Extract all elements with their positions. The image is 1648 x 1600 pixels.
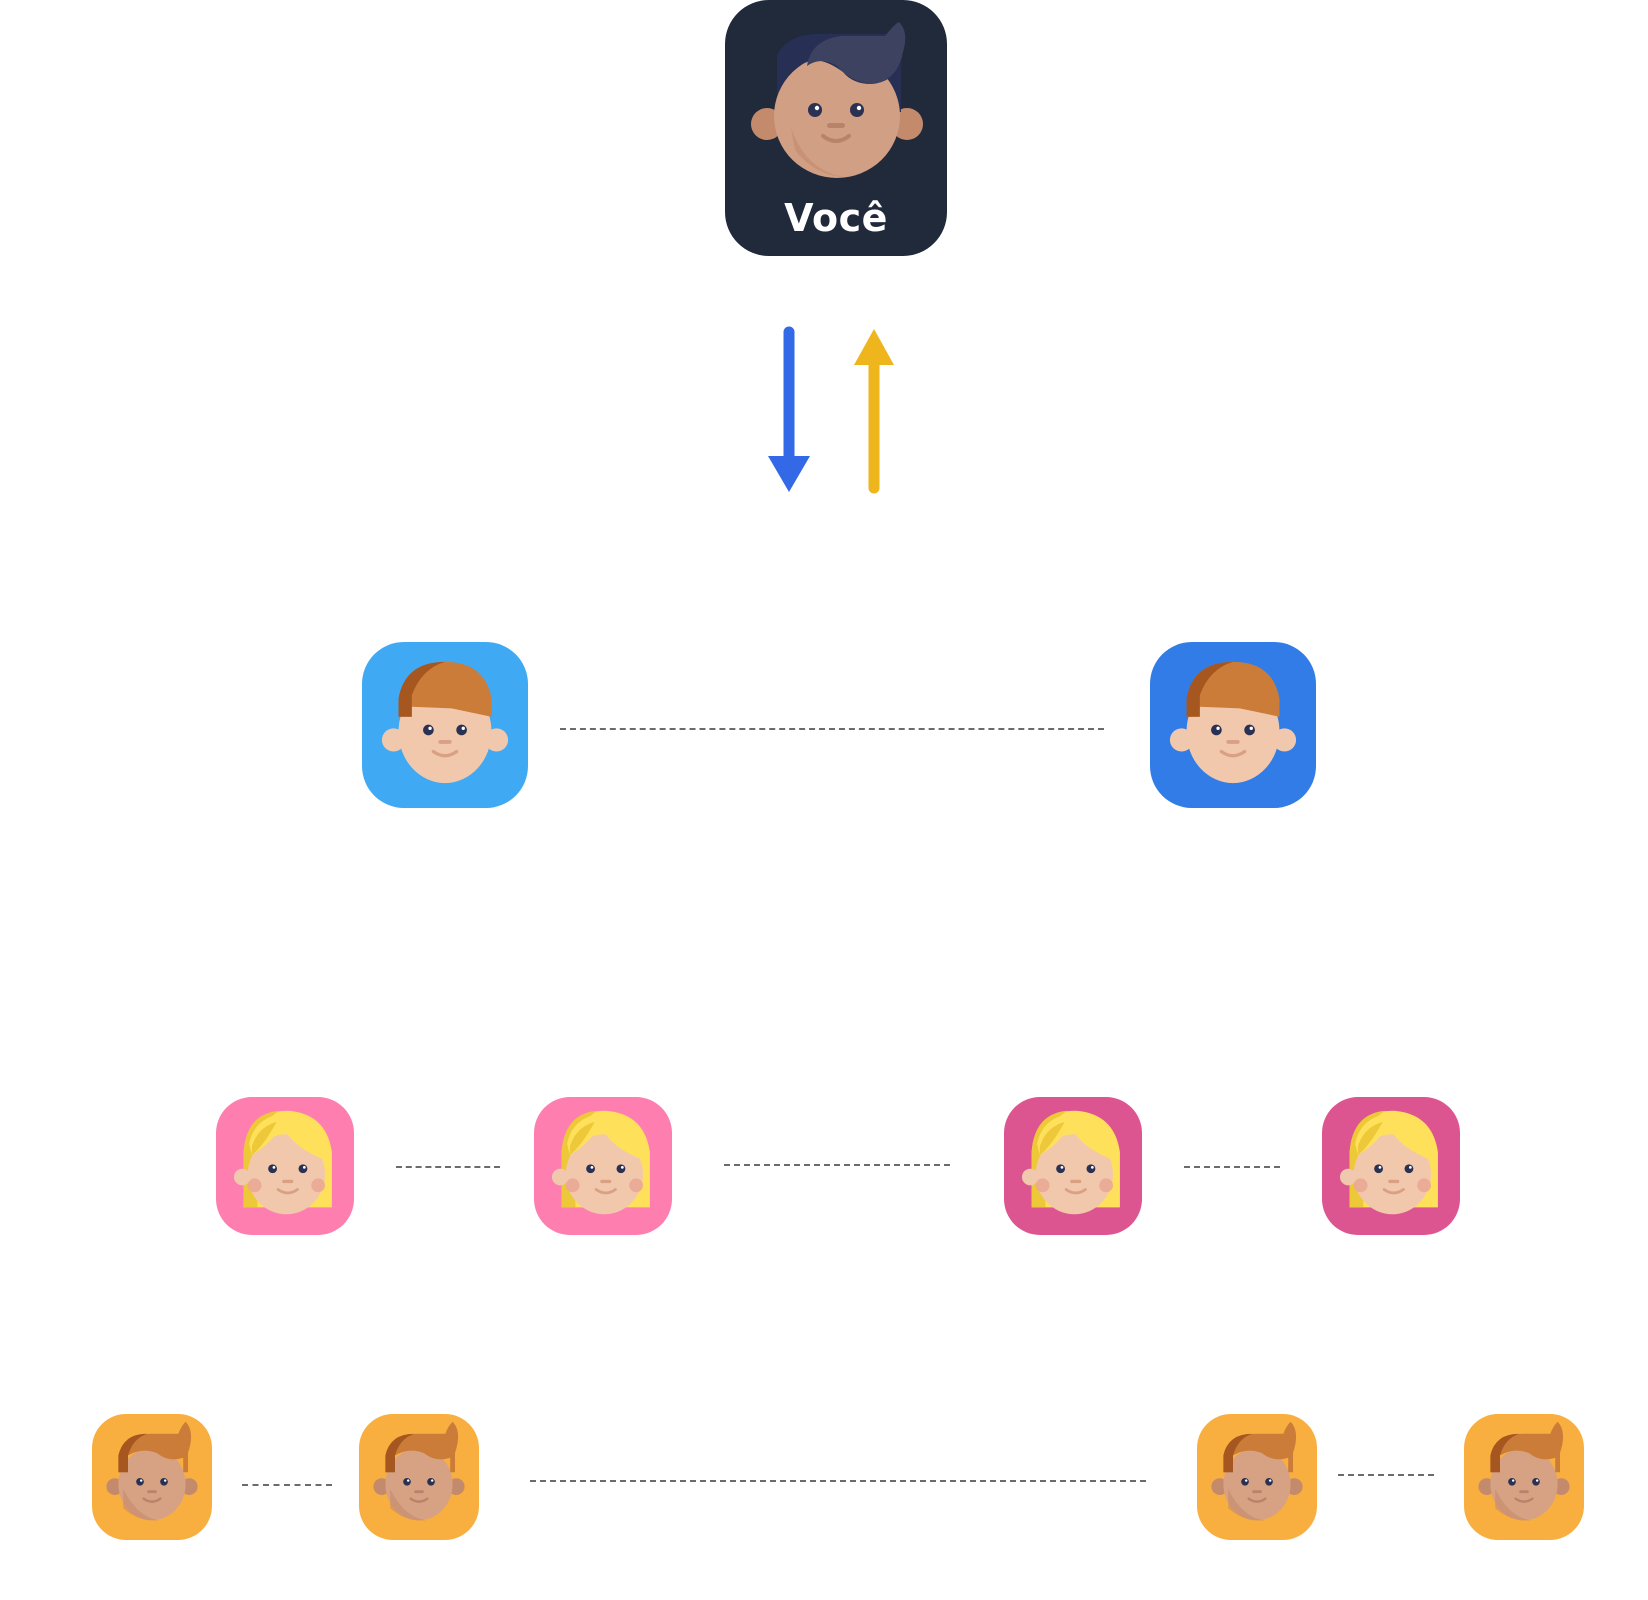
level1-node-1: [362, 642, 528, 808]
level2-connector-3: [1184, 1166, 1280, 1168]
level2-node-1: [216, 1097, 354, 1235]
man-dark-hair-icon: [751, 22, 923, 178]
girl-blonde-hair-icon: [551, 1110, 650, 1215]
boy-brown-hair-icon: [1169, 661, 1297, 784]
level3-connector-2: [530, 1480, 1146, 1482]
level3-node-4: [1464, 1414, 1584, 1540]
level2-node-3: [1004, 1097, 1142, 1235]
level2-connector-1: [396, 1166, 500, 1168]
girl-blonde-hair-icon: [1021, 1110, 1120, 1215]
level3-node-2: [359, 1414, 479, 1540]
girl-blonde-hair-icon: [1339, 1110, 1438, 1215]
level1-connector: [560, 728, 1104, 730]
arrow-down-icon: [768, 326, 810, 492]
level3-connector-3: [1338, 1474, 1434, 1476]
boy-orange-hair-icon: [106, 1421, 198, 1521]
boy-orange-hair-icon: [1478, 1421, 1570, 1521]
level3-node-1: [92, 1414, 212, 1540]
you-label: Você: [784, 196, 888, 240]
level2-connector-2: [724, 1164, 950, 1166]
level3-node-3: [1197, 1414, 1317, 1540]
exchange-arrows: [768, 326, 894, 494]
boy-orange-hair-icon: [1211, 1421, 1303, 1521]
arrow-up-icon: [854, 329, 894, 494]
level2-node-2: [534, 1097, 672, 1235]
boy-brown-hair-icon: [381, 661, 509, 784]
boy-orange-hair-icon: [373, 1421, 465, 1521]
level1-node-2: [1150, 642, 1316, 808]
level2-node-4: [1322, 1097, 1460, 1235]
you-node: Você: [725, 0, 947, 256]
girl-blonde-hair-icon: [233, 1110, 332, 1215]
level3-connector-1: [242, 1484, 332, 1486]
